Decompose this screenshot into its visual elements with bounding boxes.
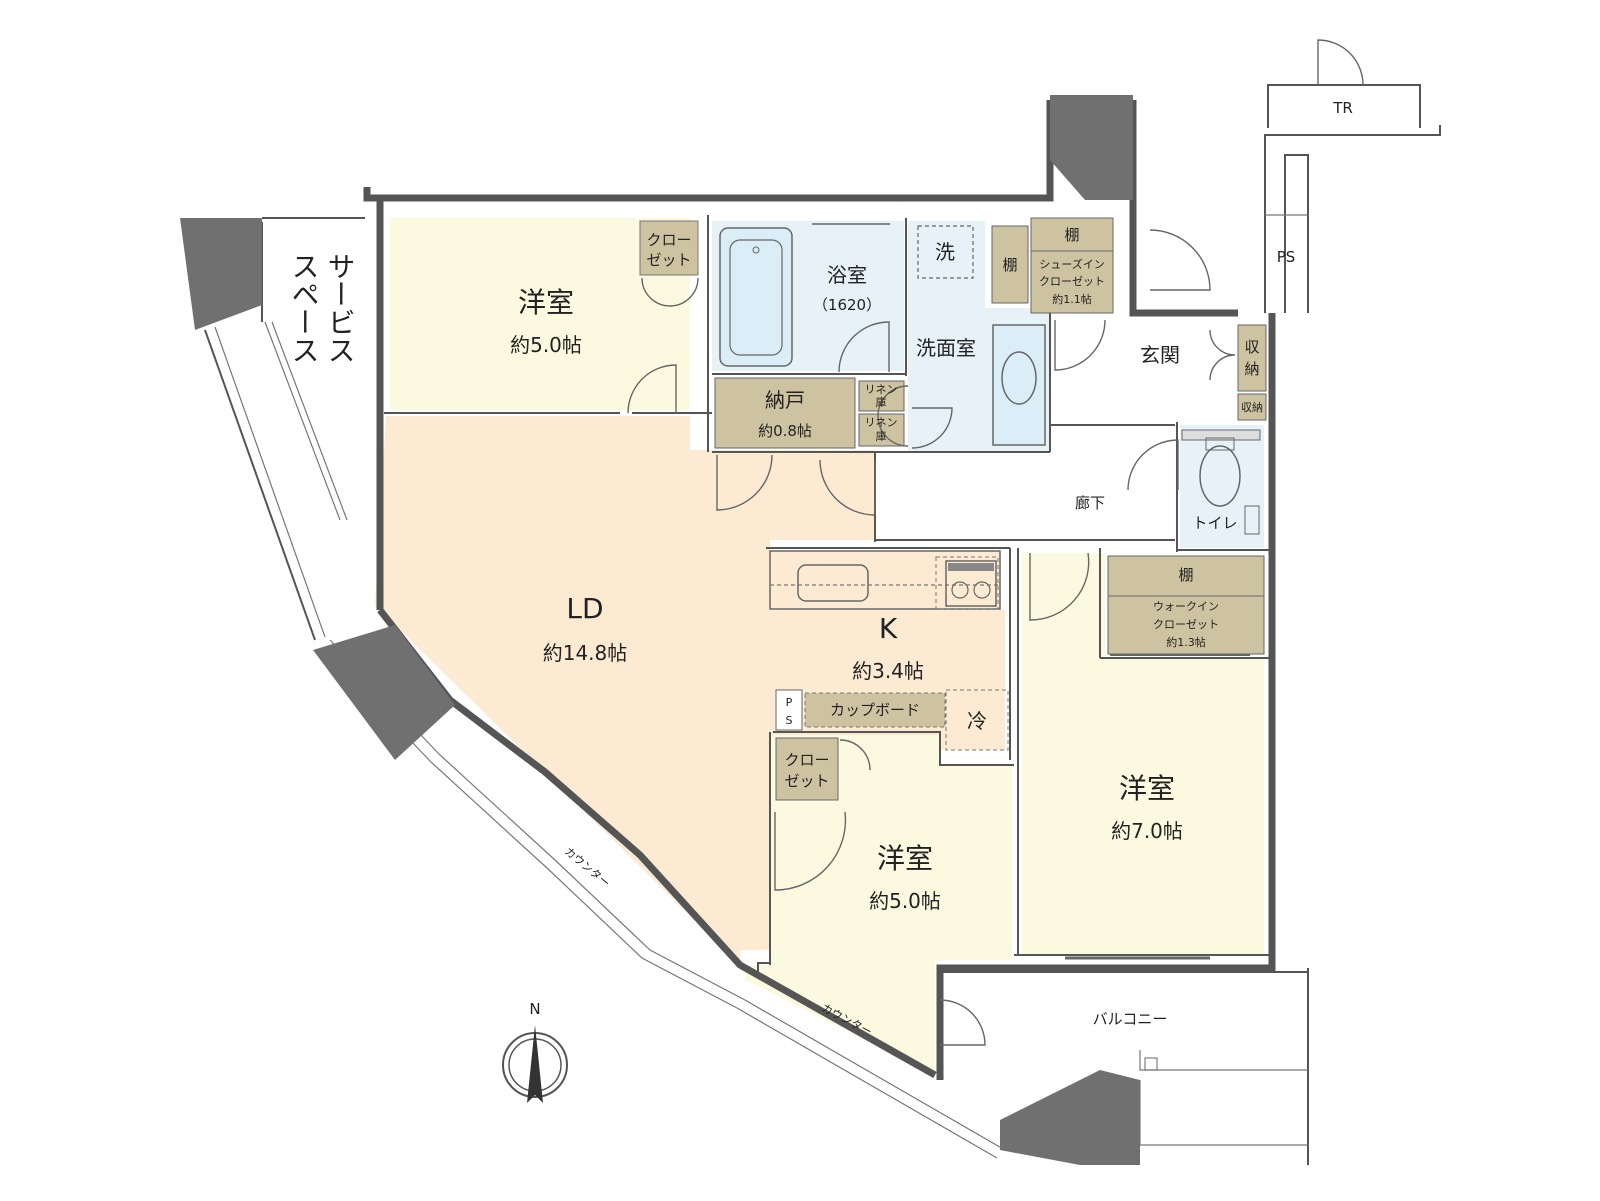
- room-western-nw[interactable]: [390, 218, 690, 410]
- western-east-name: 洋室: [1119, 772, 1175, 805]
- western-nw-name: 洋室: [518, 286, 574, 319]
- sink-icon: [1001, 351, 1037, 405]
- shoes-shelf-top-label: 棚: [1064, 226, 1079, 244]
- ps-kitchen-1: P: [786, 696, 793, 709]
- ld-size: 約14.8帖: [543, 641, 628, 665]
- shoes-shelf-top[interactable]: [1030, 217, 1114, 252]
- toilet-icon: [1199, 445, 1241, 507]
- bath-name: 浴室: [827, 263, 867, 287]
- shoes-shelf-side[interactable]: [991, 225, 1029, 304]
- washer-icon: [917, 225, 974, 279]
- wic-shelf[interactable]: [1107, 555, 1265, 597]
- bathtub-icon: [719, 227, 793, 367]
- storeroom[interactable]: [714, 377, 856, 449]
- washroom-name: 洗面室: [916, 336, 976, 360]
- pillar-nw: [180, 218, 262, 330]
- kitchen-sink-icon: [797, 564, 869, 602]
- fridge-label: 冷: [967, 709, 987, 733]
- ps-top-label: PS: [1277, 248, 1296, 266]
- wic-line2: クローゼット: [1153, 618, 1219, 631]
- entrance-storage-1[interactable]: [1237, 324, 1267, 392]
- room-ld[interactable]: [375, 416, 1005, 965]
- counter-1-label: カウンター: [562, 845, 612, 890]
- western-east-size: 約7.0帖: [1111, 819, 1183, 843]
- kitchen-size: 約3.4帖: [852, 659, 924, 683]
- shoes-closet[interactable]: [1030, 250, 1114, 314]
- wic[interactable]: [1107, 595, 1265, 655]
- storeroom-size: 約0.8帖: [758, 422, 812, 440]
- linen-1-line2: 庫: [876, 395, 887, 409]
- fridge-icon: [945, 689, 1009, 751]
- bath-size: （1620）: [813, 296, 881, 314]
- service-space-line1: サービス: [324, 252, 357, 364]
- entrance-name: 玄関: [1140, 343, 1180, 367]
- pillars: [180, 95, 1140, 1165]
- hallway-name: 廊下: [1075, 494, 1105, 512]
- linen-1-line1: リネン: [865, 383, 898, 396]
- shoes-closet-line1: シューズイン: [1039, 257, 1104, 271]
- room-western-east[interactable]: [1022, 553, 1264, 955]
- shoes-closet-size: 約1.1帖: [1052, 292, 1092, 306]
- cupboard[interactable]: [804, 692, 946, 728]
- compass-north: N: [529, 1000, 540, 1018]
- pillar-w: [313, 625, 455, 760]
- entrance-storage-2[interactable]: [1237, 393, 1267, 421]
- closet-nw-line2: ゼット: [646, 251, 691, 269]
- ld-name: LD: [566, 592, 603, 625]
- closet-center-line2: ゼット: [784, 772, 829, 790]
- linen-2-line2: 庫: [876, 429, 887, 443]
- fixtures: [719, 223, 1261, 1071]
- closet-nw[interactable]: [639, 220, 699, 276]
- room-fills: [375, 217, 1267, 1075]
- compass-icon: N: [502, 1000, 568, 1103]
- shoes-shelf-side-label: 棚: [1002, 256, 1017, 274]
- western-nw-size: 約5.0帖: [510, 333, 582, 357]
- entrance-storage-2-label: 収納: [1241, 401, 1263, 414]
- toilet-name: トイレ: [1192, 514, 1237, 532]
- linen-1[interactable]: [858, 380, 905, 412]
- wic-size: 約1.3帖: [1166, 635, 1206, 649]
- pillar-s: [1000, 1070, 1140, 1165]
- closet-nw-line1: クロー: [646, 231, 691, 249]
- entrance-storage-1-line1: 収: [1244, 338, 1259, 356]
- wic-shelf-label: 棚: [1178, 566, 1193, 584]
- washer-label: 洗: [935, 240, 955, 264]
- entrance-storage-1-line2: 納: [1244, 360, 1259, 378]
- labels: 洋室 約5.0帖 LD 約14.8帖 K 約3.4帖 洋室 約5.0帖 洋室 約…: [288, 99, 1353, 1039]
- ps-kitchen-box: [775, 689, 803, 731]
- room-western-center[interactable]: [745, 735, 1012, 1075]
- balcony-name: バルコニー: [1093, 1010, 1168, 1028]
- service-space-line2: スペース: [288, 252, 321, 364]
- closet-center-line1: クロー: [784, 751, 829, 769]
- ps-kitchen-2: S: [786, 714, 793, 727]
- cupboard-label: カップボード: [830, 701, 920, 719]
- shoes-closet-line2: クローゼット: [1039, 275, 1105, 288]
- closet-center[interactable]: [775, 737, 839, 801]
- storeroom-name: 納戸: [765, 388, 805, 412]
- pillar-top: [1050, 95, 1133, 200]
- western-center-name: 洋室: [877, 842, 933, 875]
- linen-2-line1: リネン: [865, 416, 898, 429]
- wic-line1: ウォークイン: [1153, 600, 1219, 613]
- kitchen-name: K: [879, 612, 898, 645]
- tr-label: TR: [1332, 99, 1353, 117]
- stove-icon: [945, 560, 997, 607]
- western-center-size: 約5.0帖: [869, 889, 941, 913]
- doors: [627, 39, 1364, 1046]
